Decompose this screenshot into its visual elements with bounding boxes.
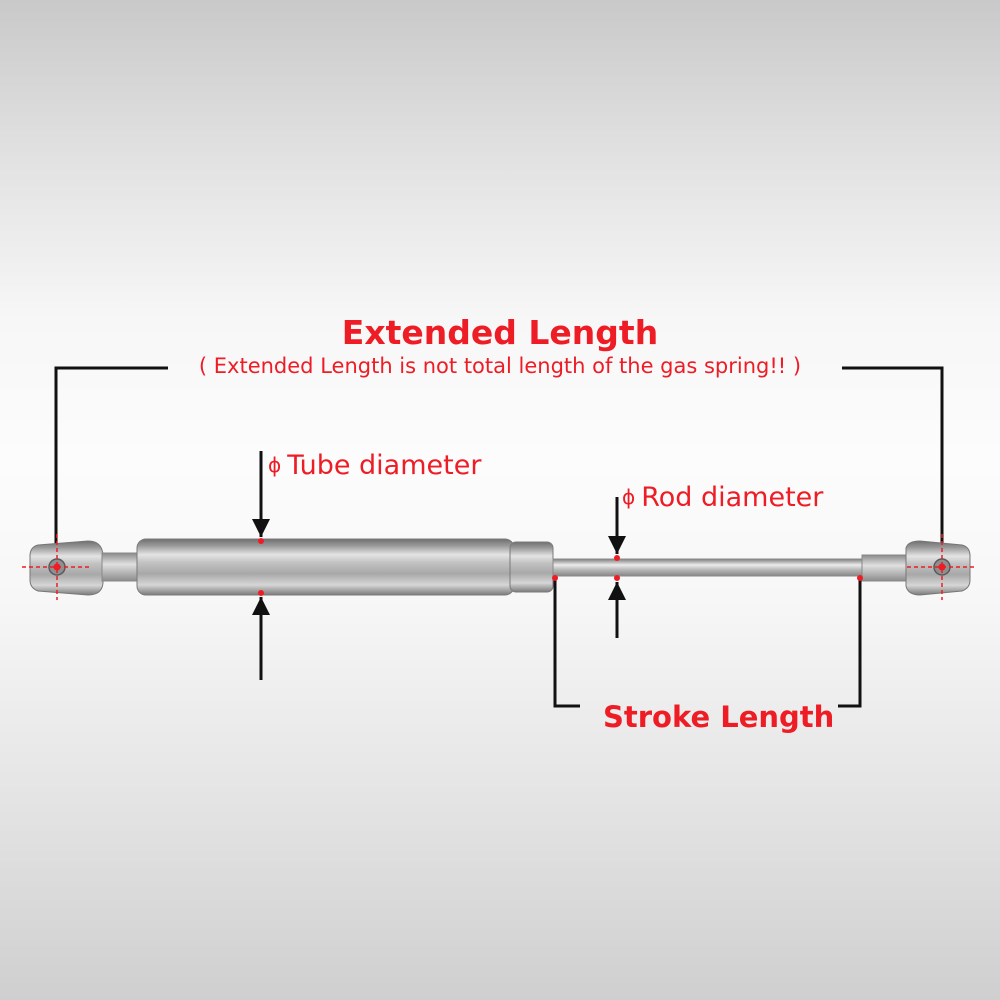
measurement-points	[53, 538, 946, 596]
tube	[136, 538, 515, 596]
extended-length-note: ( Extended Length is not total length of…	[198, 354, 802, 378]
tube-collar	[509, 541, 554, 593]
left-neck	[101, 552, 139, 582]
extended-length-bracket	[54, 366, 944, 567]
rod-diameter-text: Rod diameter	[641, 482, 824, 513]
extended-length-title: Extended Length	[341, 313, 659, 352]
phi-symbol: ϕ	[622, 485, 636, 509]
right-neck	[861, 554, 911, 582]
rod	[552, 558, 865, 577]
crosshair-icon	[907, 534, 975, 600]
left-eye-end	[29, 540, 104, 596]
tube-diameter-text: Tube diameter	[287, 450, 482, 481]
stroke-length-bracket	[553, 578, 862, 708]
stroke-length-label: Stroke Length	[603, 700, 835, 734]
phi-symbol: ϕ	[268, 453, 282, 477]
gas-spring	[29, 538, 971, 596]
